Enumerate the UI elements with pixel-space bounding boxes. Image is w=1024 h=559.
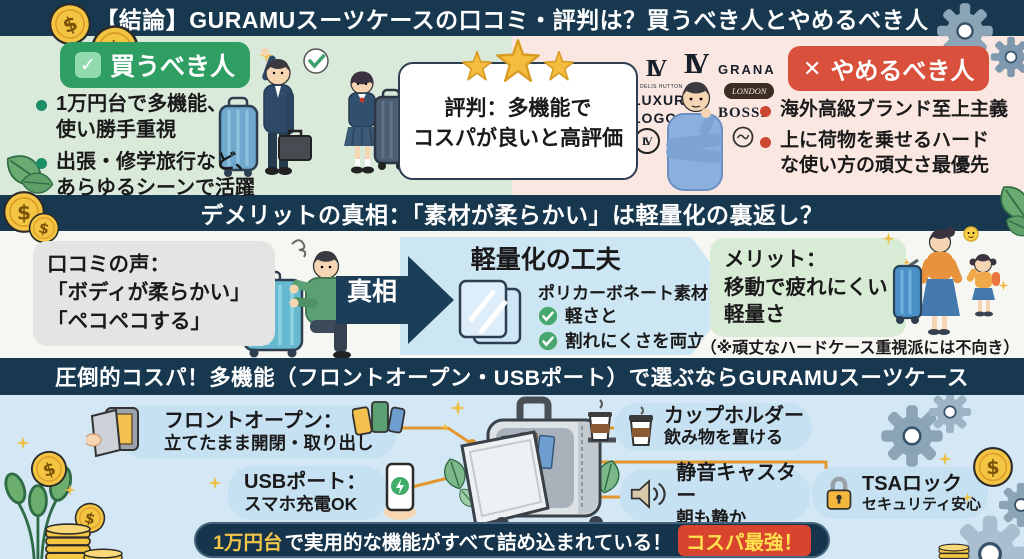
gear-icon bbox=[928, 390, 972, 434]
suitcase-illustration bbox=[439, 396, 624, 536]
speaker-icon bbox=[630, 479, 666, 510]
buy-badge-label: 買うべき人 bbox=[110, 53, 236, 81]
section3-header: 圧倒的コスパ！多機能（フロントオープン・USBポート）で選ぶならGURAMUスー… bbox=[0, 358, 1024, 395]
rating-card-text: 評判：多機能で コスパが良いと高評価 bbox=[413, 97, 623, 151]
feature-title: TSAロック bbox=[862, 472, 962, 495]
star-rating bbox=[461, 38, 575, 84]
sparkle-icon bbox=[16, 436, 30, 450]
feature-cup-holder: カップホルダー 飲み物を置ける bbox=[614, 403, 812, 451]
solution-check-text: 割れにくさを両立 bbox=[565, 331, 705, 351]
banner-text: で実用的な機能がすべて詰め込まれている！ bbox=[284, 531, 672, 554]
lock-icon bbox=[826, 476, 852, 510]
brand-logo: LOGO bbox=[632, 110, 678, 126]
section1-header: 【結論】GURAMUスーツケースの口コミ・評判は？買うべき人とやめるべき人 bbox=[0, 0, 1024, 36]
feature-desc: セキュリティ安心 bbox=[862, 495, 982, 513]
feature-silent-casters: 静音キャスター 朝も静か bbox=[620, 462, 810, 528]
feature-desc: 立てたまま開閉・取り出し bbox=[164, 433, 374, 453]
feature-usb-port: USBポート： スマホ充電OK bbox=[228, 466, 388, 520]
packed-clothes-icon bbox=[352, 401, 406, 436]
feature-tsa-lock: TSAロック セキュリティ安心 bbox=[812, 467, 988, 519]
mother-child-illustration bbox=[882, 226, 1009, 335]
cross-icon: ✕ bbox=[803, 55, 822, 81]
solution-check-row: 割れにくさを両立 bbox=[538, 328, 705, 353]
front-pocket-icon bbox=[86, 407, 139, 458]
check-icon: ✓ bbox=[75, 52, 101, 78]
brand-logo: LUXUR bbox=[632, 92, 686, 108]
bullet-dot-icon bbox=[36, 158, 47, 170]
round-logo-icon bbox=[732, 126, 754, 148]
check-circle-icon bbox=[538, 306, 558, 325]
buy-bullet-text: 出張・修学旅行など、 あらゆるシーンで活躍 bbox=[56, 151, 255, 199]
solution-check-row: 軽さと bbox=[538, 303, 618, 328]
sparkle-icon bbox=[64, 484, 76, 496]
polycarbonate-sheet-icon bbox=[458, 279, 522, 345]
sparkle-icon bbox=[938, 452, 952, 466]
bullet-dot-icon bbox=[760, 106, 771, 117]
brand-logo-cloud: LV DELIS HUTTON LV GRANA LONDON LUXUR LO… bbox=[630, 48, 815, 183]
section3-header-text: 圧倒的コスパ！多機能（フロントオープン・USBポート）で選ぶならGURAMUスー… bbox=[55, 366, 969, 390]
bullet-dot-icon bbox=[36, 100, 47, 111]
bullet-dot-icon bbox=[760, 137, 771, 149]
rating-card: 評判：多機能で コスパが良いと高評価 bbox=[398, 62, 638, 180]
buy-badge: ✓ 買うべき人 bbox=[60, 42, 251, 88]
lightweight-panel-title: 軽量化の工夫 bbox=[470, 246, 621, 274]
solution-check-text: 軽さと bbox=[565, 306, 618, 326]
banner-price: 1万円台 bbox=[213, 531, 283, 554]
brand-logo: BOSSI bbox=[718, 105, 768, 121]
avoid-badge-label: やめるべき人 bbox=[830, 58, 975, 85]
section2-header: デメリットの真相：「素材が柔らかい」は軽量化の裏返し？ bbox=[0, 195, 1024, 231]
plant-illustration bbox=[4, 465, 73, 559]
coin-stack-icon bbox=[926, 540, 982, 559]
feature-title: USBポート： bbox=[244, 471, 367, 493]
feature-title: 静音キャスター bbox=[676, 461, 797, 507]
truth-arrow bbox=[336, 256, 454, 344]
merit-bubble: メリット： 移動で疲れにくい 軽量さ bbox=[710, 238, 906, 338]
truth-arrow-label: 真相 bbox=[347, 278, 398, 306]
list-item: 海外高級ブランド至上主義 bbox=[760, 98, 1008, 122]
sparkle-icon bbox=[208, 476, 222, 490]
banner-badge: コスパ最強！ bbox=[677, 524, 811, 556]
coin-stack-icon bbox=[76, 544, 130, 559]
list-item: 1万円台で多機能、 使い勝手重視 bbox=[36, 92, 255, 143]
brand-logo: GRANA bbox=[718, 62, 776, 77]
phone-charging-icon bbox=[384, 462, 416, 520]
avoid-badge: ✕ やめるべき人 bbox=[788, 46, 990, 91]
coffee-cup-icon bbox=[629, 406, 653, 446]
star-icon bbox=[461, 50, 493, 82]
avoid-bullet-list: 海外高級ブランド至上主義 上に荷物を乗せるハード な使い方の頑丈さ最優先 bbox=[760, 98, 1008, 185]
check-circle-icon bbox=[538, 331, 558, 350]
list-item: 出張・修学旅行など、 あらゆるシーンで活躍 bbox=[36, 150, 255, 201]
section2-header-text: デメリットの真相：「素材が柔らかい」は軽量化の裏返し？ bbox=[200, 202, 824, 228]
feature-title: カップホルダー bbox=[664, 405, 804, 428]
avoid-bullet-text: 上に荷物を乗せるハード な使い方の頑丈さ最優先 bbox=[780, 130, 990, 176]
lightweight-panel: 軽量化の工夫 ポリカーボネート素材 軽さと 割れにくさを両立 bbox=[400, 237, 735, 355]
material-label: ポリカーボネート素材 bbox=[538, 284, 708, 303]
star-icon bbox=[495, 38, 541, 84]
feature-front-open: フロントオープン： 立てたまま開閉・取り出し bbox=[120, 405, 396, 459]
star-icon bbox=[543, 50, 575, 82]
brand-logo: LONDON bbox=[724, 83, 775, 99]
sparkle-icon bbox=[962, 492, 973, 503]
hardcase-note: （※頑丈なハードケース重視派には不向き） bbox=[700, 340, 1020, 357]
feature-desc: 飲み物を置ける bbox=[664, 428, 783, 448]
gear-icon bbox=[990, 36, 1024, 78]
feature-desc: スマホ充電OK bbox=[244, 494, 358, 514]
brand-logo-subtext: DELIS HUTTON bbox=[640, 84, 683, 90]
section1-header-text: 【結論】GURAMUスーツケースの口コミ・評判は？買うべき人とやめるべき人 bbox=[95, 7, 929, 33]
review-voice-bubble: 口コミの声： 「ボディが柔らかい」 「ペコペコする」 bbox=[33, 241, 275, 346]
avoid-bullet-text: 海外高級ブランド至上主義 bbox=[780, 99, 1009, 120]
list-item: 上に荷物を乗せるハード な使い方の頑丈さ最優先 bbox=[760, 129, 1008, 178]
buy-bullet-text: 1万円台で多機能、 使い勝手重視 bbox=[56, 93, 228, 141]
feature-title: フロントオープン： bbox=[164, 410, 343, 432]
bottom-banner: 1万円台 で実用的な機能がすべて詰め込まれている！ コスパ最強！ bbox=[194, 522, 830, 558]
buy-bullet-list: 1万円台で多機能、 使い勝手重視 出張・修学旅行など、 あらゆるシーンで活躍 bbox=[36, 92, 255, 208]
thinking-man-illustration bbox=[666, 82, 723, 191]
